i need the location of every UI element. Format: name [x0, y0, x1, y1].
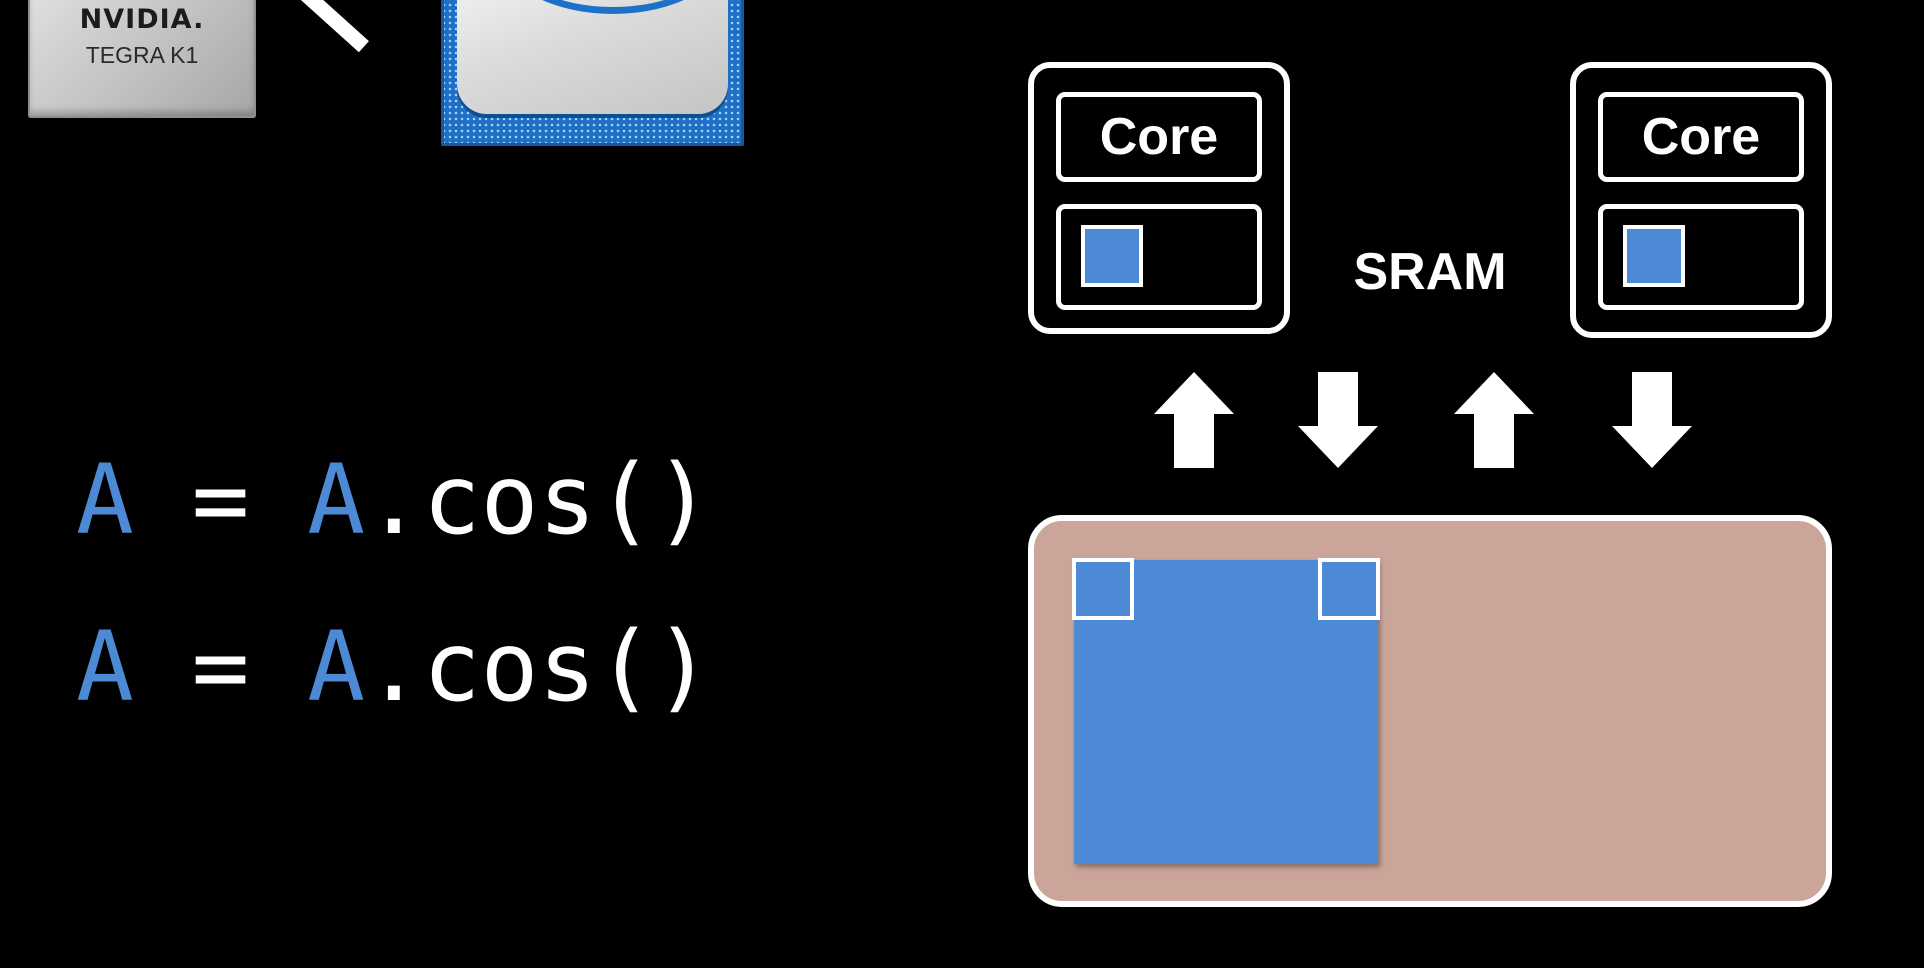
- core-block-left: Core: [1028, 62, 1290, 334]
- arrow-up-icon: [1454, 372, 1534, 468]
- nvidia-brand-text: NVIDIA.: [79, 4, 205, 35]
- intel-chip-lid: intel: [457, 0, 728, 114]
- code-line-2: A = A.cos(): [76, 617, 712, 717]
- code-line-1: A = A.cos(): [76, 450, 712, 550]
- tensor-tile-right: [1318, 558, 1380, 620]
- code-var-left: A: [76, 444, 134, 556]
- local-memory-left: [1056, 204, 1262, 310]
- nvidia-tegra-chip-image: NVIDIA. TEGRA K1: [28, 0, 256, 118]
- core-unit-right: Core: [1598, 92, 1804, 182]
- arrow-up-icon: [1154, 372, 1234, 468]
- tensor-tile-left: [1072, 558, 1134, 620]
- core-block-right: Core: [1570, 62, 1832, 338]
- sram-label: SRAM: [1353, 243, 1507, 301]
- slash-divider: [292, 0, 369, 53]
- intel-chip-image: intel: [441, 0, 744, 146]
- arrow-down-icon: [1612, 372, 1692, 468]
- code-operator: =: [133, 611, 308, 723]
- arrow-down-icon: [1298, 372, 1378, 468]
- code-var-right: A: [307, 444, 365, 556]
- core-unit-left: Core: [1056, 92, 1262, 182]
- cached-tile-left: [1081, 225, 1143, 287]
- code-operator: =: [133, 444, 308, 556]
- cached-tile-right: [1623, 225, 1685, 287]
- core-label-left: Core: [1099, 108, 1219, 166]
- core-label-right: Core: [1641, 108, 1761, 166]
- tegra-model-text: TEGRA K1: [85, 42, 199, 68]
- code-call: .cos(): [364, 611, 712, 723]
- code-var-left: A: [76, 611, 134, 723]
- code-call: .cos(): [364, 444, 712, 556]
- local-memory-right: [1598, 204, 1804, 310]
- code-var-right: A: [307, 611, 365, 723]
- intel-logo-text: intel: [527, 0, 654, 11]
